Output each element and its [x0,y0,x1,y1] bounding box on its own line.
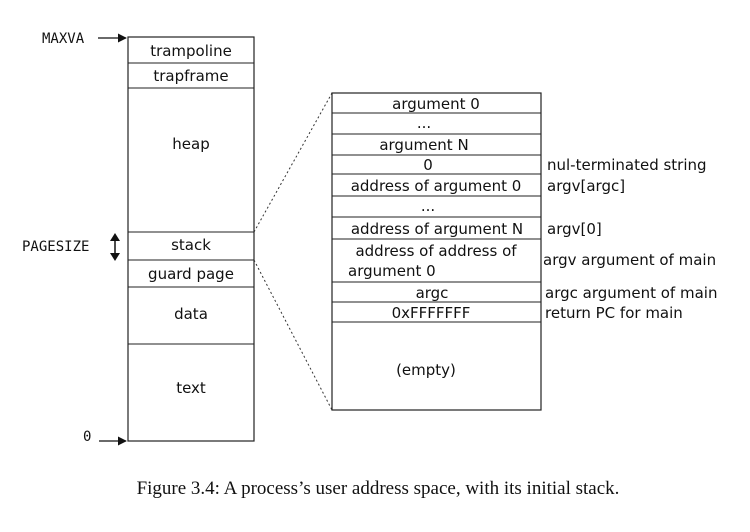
segment-stack: stack [171,236,211,254]
stack-row-argc: argc [416,284,449,302]
address-space-column: trampoline trapframe heap stack guard pa… [127,36,255,442]
double-arrow-icon [110,233,120,261]
stack-row-argv-line1: address of address of [355,242,517,260]
maxva-label: MAXVA [42,31,85,47]
note-argc-main: argc argument of main [545,284,717,302]
stack-row-argument-n: argument N [379,136,468,154]
note-nul-terminated: nul-terminated string [547,156,707,174]
segment-guard-page: guard page [148,265,234,283]
stack-row-addr-arg-n: address of argument N [351,220,523,238]
note-argv-0: argv[0] [547,220,602,238]
stack-row-ellipsis-1: ... [417,114,431,132]
pagesize-label: PAGESIZE [22,239,89,255]
address-space-outline [127,36,255,442]
segment-trampoline: trampoline [150,42,232,60]
note-return-pc: return PC for main [545,304,683,322]
stack-detail: argument 0 ... argument N 0 address of a… [331,92,542,411]
zoom-line-top [253,92,333,233]
segment-text: text [176,379,206,397]
markers: MAXVA PAGESIZE 0 [22,31,127,446]
stack-row-argv-line2: argument 0 [348,262,436,280]
zoom-line-bottom [253,259,333,411]
figure-caption: Figure 3.4: A process’s user address spa… [137,478,620,499]
stack-row-addr-arg-0: address of argument 0 [351,177,522,195]
stack-row-empty: (empty) [396,361,456,379]
stack-row-ellipsis-2: ... [421,197,435,215]
note-argv-argc: argv[argc] [547,177,625,195]
stack-row-terminator: 0 [423,156,433,174]
note-argv-main: argv argument of main [543,251,716,269]
stack-row-argument-0: argument 0 [392,95,480,113]
stack-annotations: nul-terminated string argv[argc] argv[0]… [543,156,717,322]
segment-trapframe: trapframe [153,67,228,85]
segment-heap: heap [172,135,209,153]
segment-data: data [174,305,208,323]
stack-detail-outline [331,92,542,411]
stack-row-return-pc: 0xFFFFFFF [392,304,471,322]
zero-label: 0 [83,429,91,445]
